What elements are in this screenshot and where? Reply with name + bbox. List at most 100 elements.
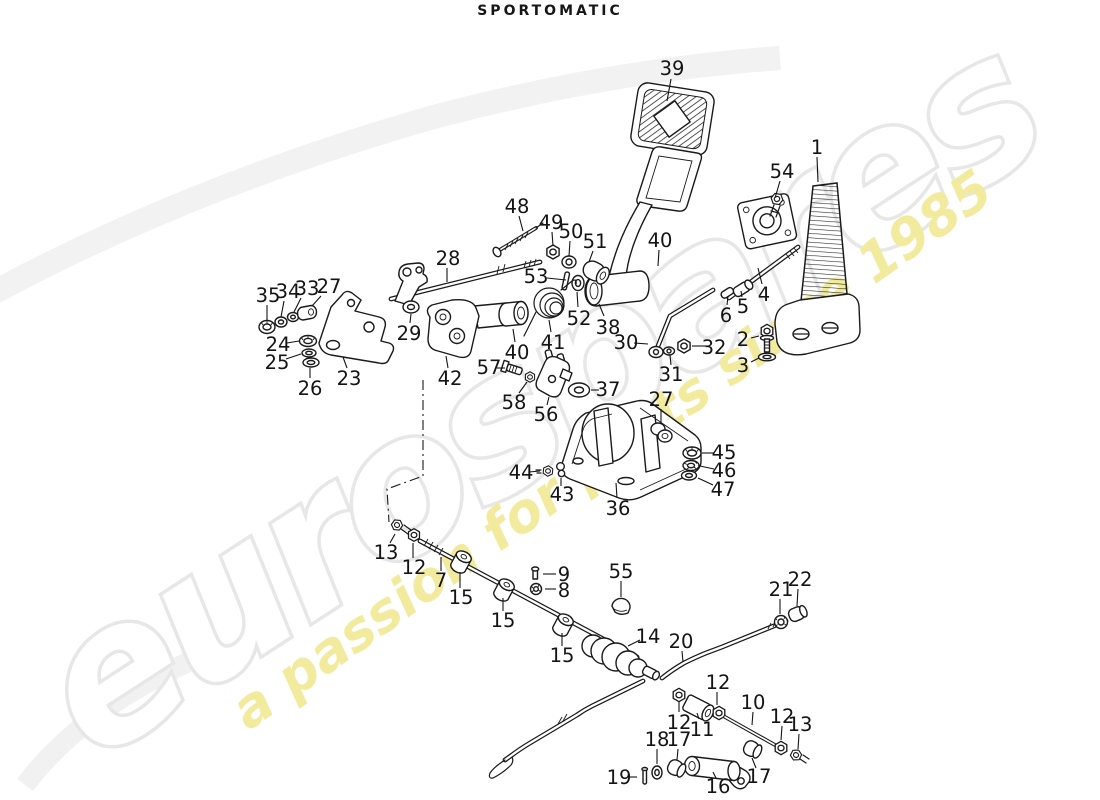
- callout-leader-47: [697, 477, 714, 486]
- part-callout-2: 2: [737, 328, 749, 351]
- bushing-17: [742, 740, 763, 759]
- screw-57: [500, 359, 523, 376]
- part-callout-40: 40: [505, 341, 530, 364]
- part-callout-45: 45: [712, 441, 737, 464]
- part-callout-11: 11: [690, 718, 715, 741]
- callout-leader-42: [445, 355, 449, 369]
- lock-washer-46: [682, 459, 700, 472]
- watermark-swoosh: [17, 640, 219, 792]
- part-callout-3: 3: [737, 354, 749, 377]
- castle-nut-24: [298, 334, 318, 348]
- screw-44: [535, 464, 554, 478]
- callout-leader-5: [740, 290, 743, 298]
- callout-leader-29: [409, 313, 412, 324]
- callout-leader-14: [627, 639, 641, 647]
- part-callout-7: 7: [435, 569, 447, 592]
- swivel-plate: [736, 193, 798, 250]
- stop-bracket-56: [535, 349, 573, 398]
- callout-leader-24: [286, 340, 300, 344]
- part-callout-34: 34: [276, 280, 301, 303]
- part-callout-13: 13: [374, 541, 399, 564]
- callout-leader-48: [518, 215, 524, 232]
- part-callout-15: 15: [449, 586, 474, 609]
- part-callout-51: 51: [583, 230, 608, 253]
- callout-leader-46: [699, 465, 715, 470]
- part-callout-38: 38: [596, 316, 621, 339]
- callout-leader-34: [280, 300, 285, 318]
- part-callout-12: 12: [706, 671, 731, 694]
- nut-32: [677, 338, 691, 354]
- nut-21: [773, 614, 789, 630]
- part-callout-46: 46: [712, 459, 737, 482]
- part-callout-12: 12: [667, 711, 692, 734]
- callout-leader-13: [389, 533, 396, 544]
- part-callout-15: 15: [550, 644, 575, 667]
- grommet-15: [448, 547, 474, 577]
- nut-12: [774, 740, 788, 756]
- part-callout-27: 27: [317, 275, 342, 298]
- link-rod-30: [648, 287, 716, 359]
- callout-leader-50: [568, 240, 571, 257]
- part-callout-9: 9: [558, 563, 570, 586]
- return-spring-41: [523, 279, 577, 337]
- part-callout-57: 57: [477, 356, 502, 379]
- part-callout-42: 42: [438, 367, 463, 390]
- callout-leader-22: [796, 588, 799, 607]
- part-callout-10: 10: [741, 691, 766, 714]
- part-callout-40: 40: [648, 229, 673, 252]
- part-callout-12: 12: [402, 556, 427, 579]
- bolt-13: [389, 517, 412, 535]
- part-callout-17: 17: [667, 728, 692, 751]
- bellcrank-lever: [394, 262, 428, 306]
- part-callout-35: 35: [256, 284, 281, 307]
- part-callout-44: 44: [509, 461, 534, 484]
- part-callout-22: 22: [788, 568, 813, 591]
- nut-12: [672, 687, 686, 703]
- brake-pedal-pad: [630, 82, 715, 156]
- part-callout-8: 8: [558, 579, 570, 602]
- part-callout-41: 41: [541, 331, 566, 354]
- callout-leader-6: [726, 295, 729, 306]
- adjusting-screw-48: [492, 222, 544, 258]
- pin-6: [720, 286, 735, 299]
- callout-leader-33: [293, 297, 302, 313]
- roller-51: [582, 260, 610, 285]
- callout-leader-49: [551, 231, 554, 247]
- watermark-swoosh: [0, 46, 781, 303]
- page-title: SPORTOMATIC: [477, 3, 623, 19]
- part-callout-49: 49: [539, 211, 564, 234]
- bracket-23: [318, 290, 395, 365]
- washer-31: [662, 346, 676, 356]
- part-callout-43: 43: [550, 483, 575, 506]
- part-callout-29: 29: [397, 322, 422, 345]
- pedal-base-36: [560, 399, 702, 501]
- callout-leader-17: [751, 757, 757, 769]
- part-callout-28: 28: [436, 247, 461, 270]
- callout-leader-17: [676, 748, 679, 761]
- part-callout-23: 23: [337, 367, 362, 390]
- part-callout-15: 15: [491, 609, 516, 632]
- callout-leader-56: [546, 396, 550, 406]
- bolt-54: [769, 191, 785, 218]
- callout-leader-2: [750, 335, 760, 339]
- part-callout-14: 14: [636, 625, 661, 648]
- part-callout-37: 37: [596, 378, 621, 401]
- callout-leader-10: [751, 711, 754, 726]
- part-callout-36: 36: [606, 497, 631, 520]
- part-callout-13: 13: [788, 713, 813, 736]
- bolt-2: [759, 323, 775, 353]
- part-callout-50: 50: [559, 220, 584, 243]
- part-callout-6: 6: [720, 304, 732, 327]
- part-callout-21: 21: [769, 578, 794, 601]
- callout-leader-25: [285, 353, 302, 360]
- washer-25: [301, 348, 317, 358]
- washer-50: [561, 255, 577, 269]
- part-callout-55: 55: [609, 560, 634, 583]
- part-callout-26: 26: [298, 377, 323, 400]
- accelerator-pedal: [774, 182, 861, 356]
- callout-leader-4: [757, 267, 763, 285]
- washer-26: [302, 357, 320, 368]
- part-callout-20: 20: [669, 630, 694, 653]
- pedal-pad-plate: [636, 146, 703, 212]
